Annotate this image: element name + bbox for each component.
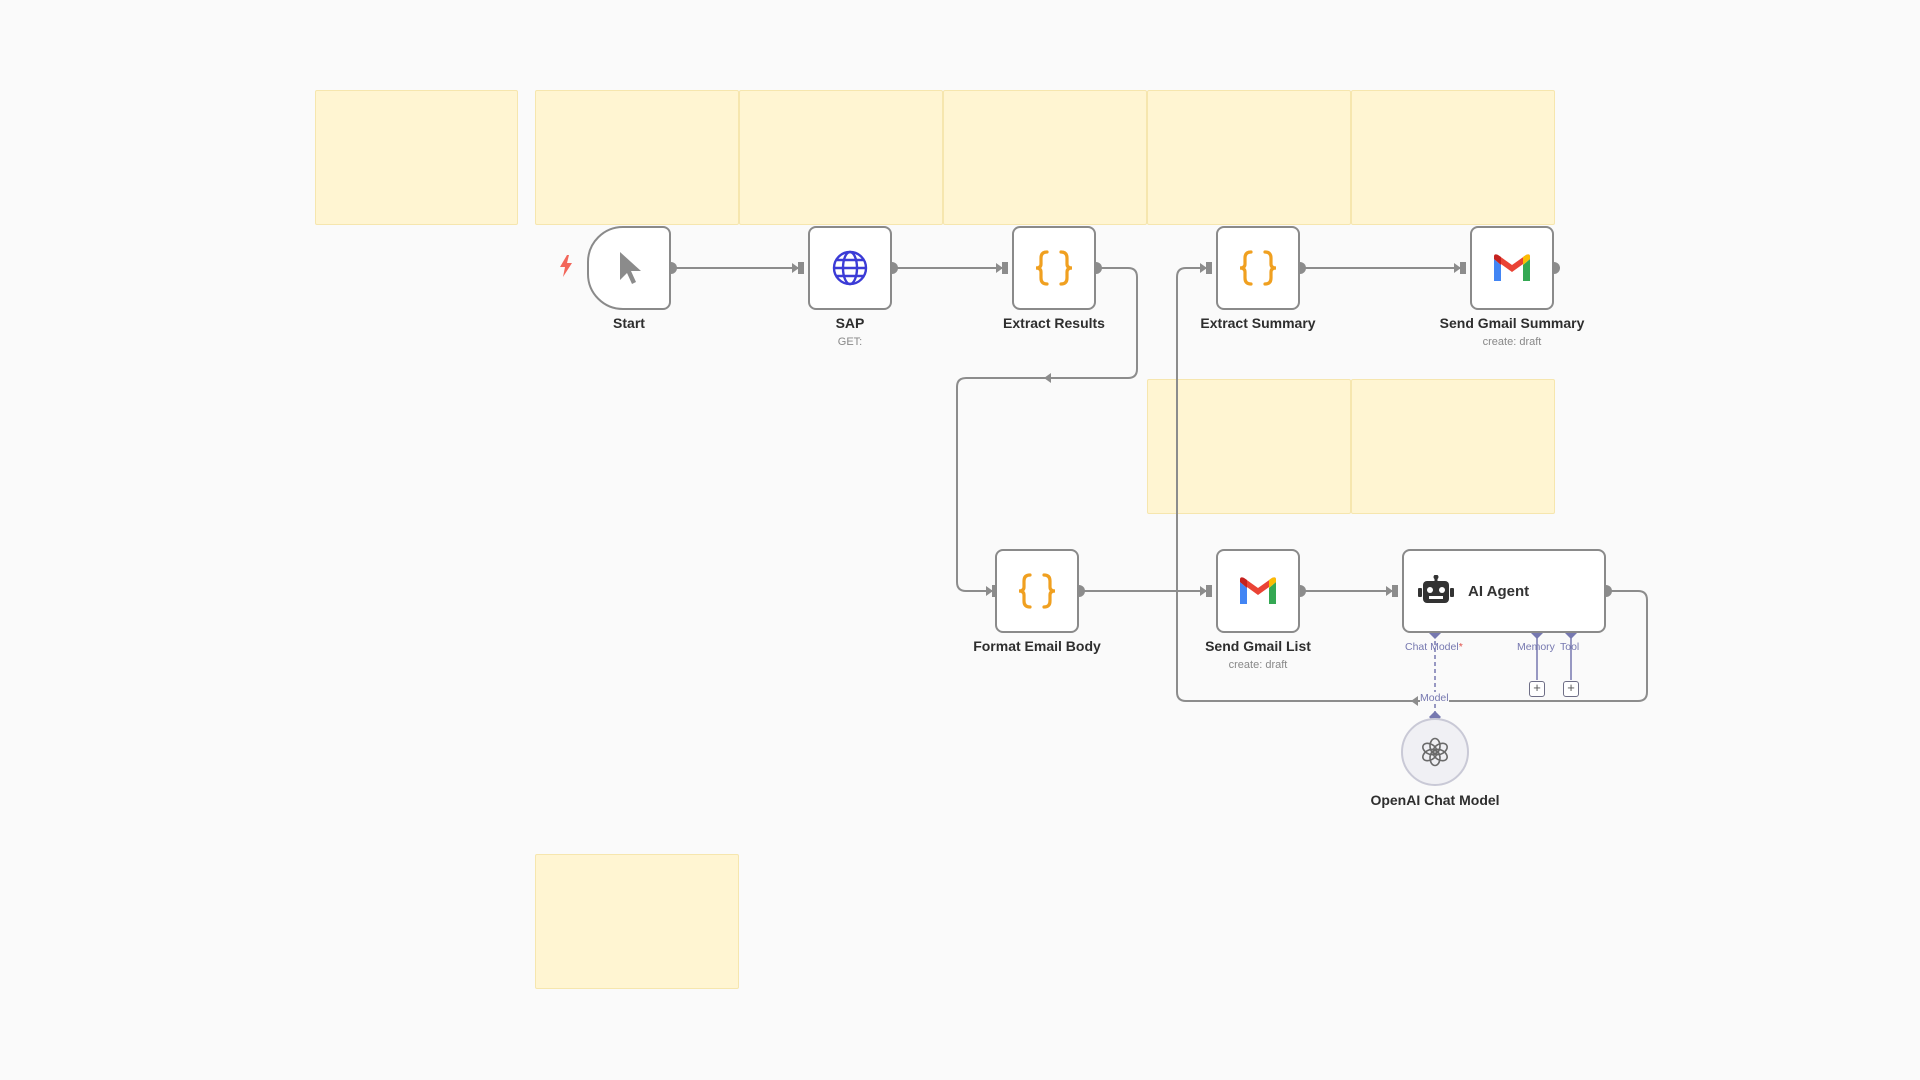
gmail-icon: [1240, 577, 1276, 604]
cursor-icon: [620, 252, 641, 284]
sticky-note[interactable]: [739, 90, 943, 225]
ai-agent-node[interactable]: AI Agent: [1402, 549, 1606, 633]
sticky-note[interactable]: [535, 854, 739, 989]
sticky-note[interactable]: [315, 90, 518, 225]
sticky-note[interactable]: [1351, 379, 1555, 514]
sticky-note[interactable]: [1147, 379, 1351, 514]
ai-agent-node-label: AI Agent: [1468, 582, 1530, 600]
code-braces-icon: [1239, 250, 1277, 286]
sticky-note[interactable]: [1147, 90, 1351, 225]
memory-port-label[interactable]: Memory: [1517, 641, 1555, 653]
code-braces-icon: [1035, 250, 1073, 286]
openai-chat-model-node-label: OpenAI Chat Model: [1370, 792, 1500, 808]
extract-results-node-label: Extract Results: [1003, 315, 1105, 331]
sap-node-subtitle: GET:: [837, 336, 863, 348]
sap-node[interactable]: [808, 226, 892, 310]
chat-model-port-text: Chat Model: [1405, 641, 1459, 653]
code-braces-icon: [1018, 573, 1056, 609]
send-gmail-summary-node-subtitle: create: draft: [1482, 336, 1542, 348]
send-gmail-list-node-subtitle: create: draft: [1228, 659, 1288, 671]
tool-port-label[interactable]: Tool: [1560, 641, 1580, 653]
robot-icon: [1418, 575, 1454, 603]
start-node-label: Start: [613, 315, 645, 331]
start-node[interactable]: [587, 226, 671, 310]
sticky-note[interactable]: [1351, 90, 1555, 225]
send-gmail-summary-node-label: Send Gmail Summary: [1439, 315, 1585, 331]
model-port-label: Model: [1420, 692, 1449, 704]
trigger-bolt-icon: [560, 255, 572, 277]
chat-model-port-label[interactable]: Chat Model*: [1405, 641, 1463, 653]
send-gmail-list-node[interactable]: [1216, 549, 1300, 633]
send-gmail-list-node-label: Send Gmail List: [1205, 638, 1311, 654]
openai-icon: [1422, 737, 1448, 767]
add-memory-button[interactable]: +: [1529, 681, 1545, 697]
globe-icon: [832, 250, 868, 286]
sticky-note[interactable]: [943, 90, 1147, 225]
extract-results-node[interactable]: [1012, 226, 1096, 310]
send-gmail-summary-node[interactable]: [1470, 226, 1554, 310]
extract-summary-node-label: Extract Summary: [1200, 315, 1316, 331]
openai-chat-model-node[interactable]: [1401, 718, 1469, 786]
connection-ai-agent-extract-summary: [1176, 267, 1648, 702]
add-tool-button[interactable]: +: [1563, 681, 1579, 697]
sap-node-label: SAP: [835, 315, 865, 331]
sticky-note[interactable]: [535, 90, 739, 225]
extract-summary-node[interactable]: [1216, 226, 1300, 310]
required-marker: *: [1458, 641, 1463, 653]
gmail-icon: [1494, 254, 1530, 281]
format-email-body-node-label: Format Email Body: [973, 638, 1101, 654]
format-email-body-node[interactable]: [995, 549, 1079, 633]
